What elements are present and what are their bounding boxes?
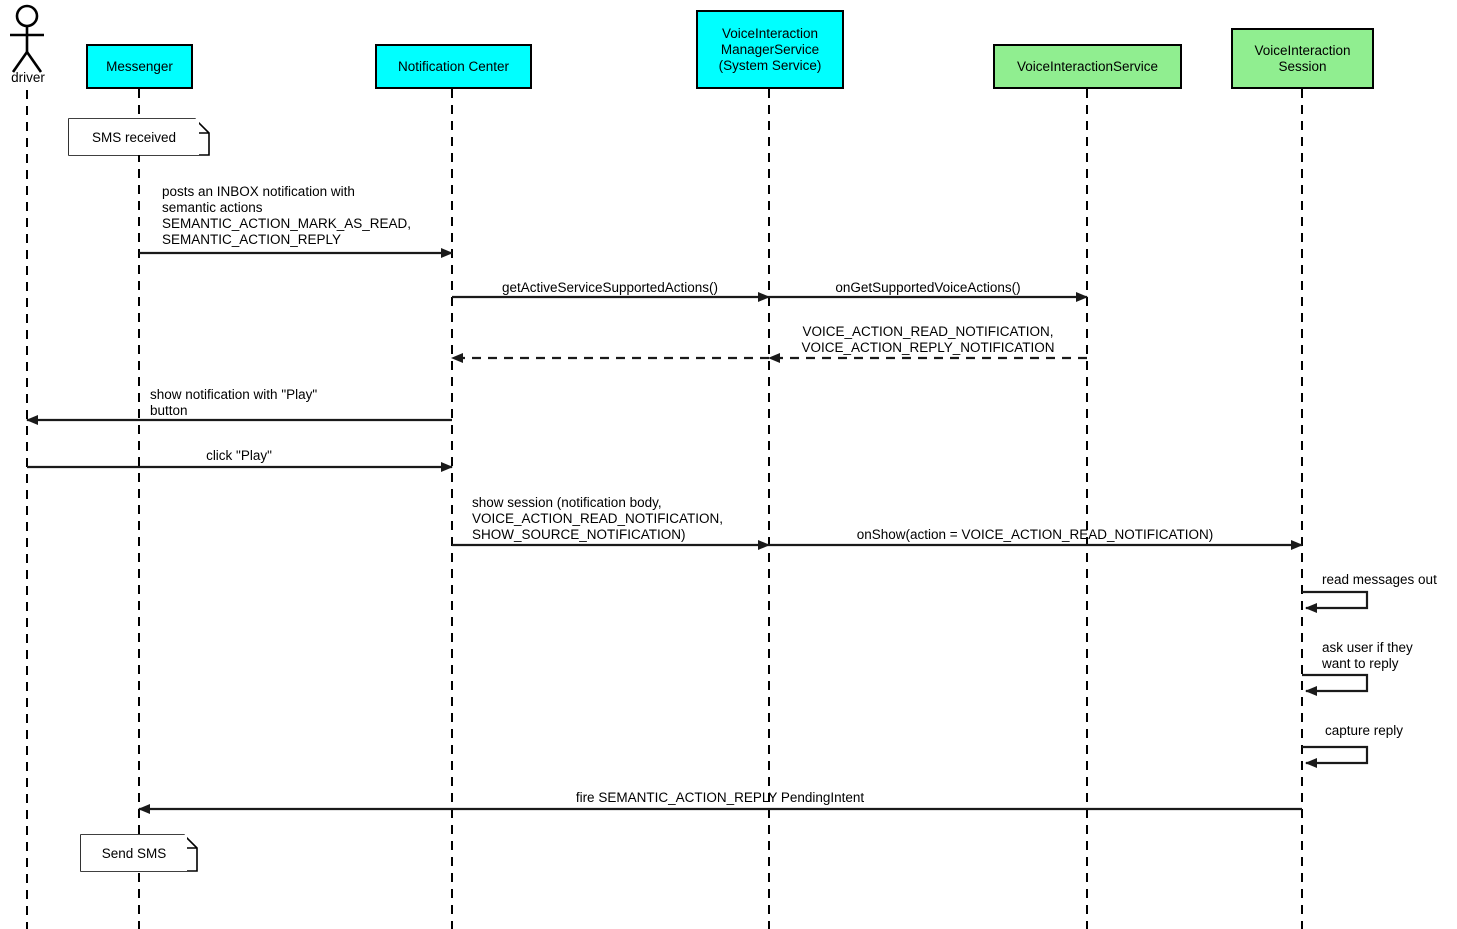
message-label-click-play: click "Play" <box>206 448 272 463</box>
actor-label-driver: driver <box>11 70 45 85</box>
note-label-sms-received: SMS received <box>69 119 199 155</box>
message-label-on-show: onShow(action = VOICE_ACTION_READ_NOTIFI… <box>856 527 1214 542</box>
self-message-label-capture-reply: capture reply <box>1325 723 1404 738</box>
self-message-label-read-messages-out: read messages out <box>1322 572 1437 587</box>
message-arrows <box>26 248 1303 814</box>
message-label-show-session: show session (notification body, VOICE_A… <box>472 495 724 542</box>
driver-actor-icon <box>10 4 44 73</box>
self-arrow-read-messages-out <box>1302 590 1369 613</box>
self-arrow-ask-user-if-they-want-to-reply <box>1302 673 1369 696</box>
self-arrow-capture-reply <box>1302 745 1369 768</box>
self-message-arrows <box>1302 590 1369 768</box>
note-label-send-sms: Send SMS <box>81 835 187 871</box>
message-label-return-supported-voice-actions: VOICE_ACTION_READ_NOTIFICATION, VOICE_AC… <box>801 324 1055 355</box>
participant-box-messenger[interactable]: Messenger <box>86 44 193 89</box>
participant-box-voice-interaction-session[interactable]: VoiceInteraction Session <box>1231 28 1374 89</box>
participant-box-voice-interaction-service[interactable]: VoiceInteractionService <box>993 44 1182 89</box>
participant-box-voice-interaction-manager-service[interactable]: VoiceInteraction ManagerService (System … <box>696 10 844 89</box>
message-label-show-notification-with-play-button: show notification with "Play" button <box>150 387 318 418</box>
message-label-on-get-supported-voice-actions: onGetSupportedVoiceActions() <box>835 280 1021 295</box>
participant-box-notification-center[interactable]: Notification Center <box>375 44 532 89</box>
lifelines <box>26 89 1303 929</box>
message-label-fire-semantic-action-reply-pending-intent: fire SEMANTIC_ACTION_REPLY PendingIntent <box>575 790 865 805</box>
message-label-get-active-service-supported-actions: getActiveServiceSupportedActions() <box>501 280 719 295</box>
message-label-post-inbox-notification: posts an INBOX notification with semanti… <box>162 184 412 247</box>
self-message-label-ask-user-if-they-want-to-reply: ask user if they want to reply <box>1322 640 1413 671</box>
